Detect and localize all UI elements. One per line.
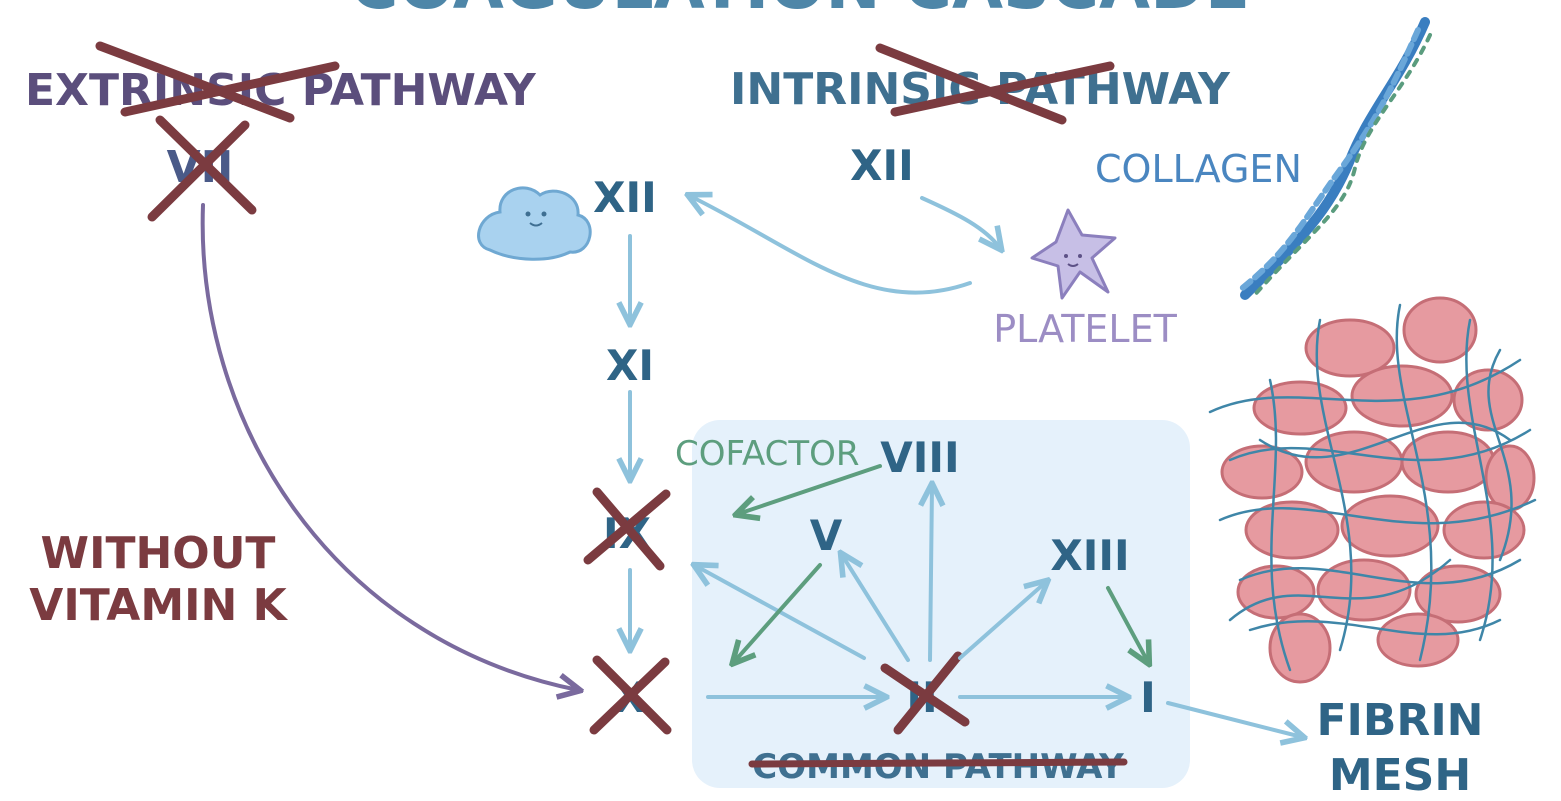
extrinsic-pathway-cross-icon [95,41,340,123]
arrow-ii-to-v [842,555,910,662]
fibrin-mesh-line1-label: FIBRIN [1316,695,1483,746]
factor-ix-cross-icon [583,487,671,571]
factor-x-cross-icon [589,655,672,735]
arrow-ii-to-xiii [958,582,1046,660]
extrinsic-pathway-label: EXTRINSIC PATHWAY [25,65,537,116]
arrow-platelet-to-xii [690,196,972,295]
intrinsic-pathway-cross-icon [875,43,1115,125]
vitamin-k-line1-label: WITHOUT [41,528,276,579]
arrow-xiii-to-i [1106,586,1148,662]
platelet-icon [1030,208,1117,300]
factor-i-label: I [1140,673,1156,722]
collagen-label: COLLAGEN [1095,147,1302,191]
fibrin-mesh-line2-label: MESH [1329,750,1471,801]
factor-ii-cross-icon [880,651,970,735]
arrow-vii-to-x [200,203,578,690]
factor-vii-cross-icon [147,115,257,222]
intrinsic-factor-xii-label: XII [850,141,914,190]
factor-v-label: V [810,511,843,560]
platelet-label: PLATELET [993,307,1177,351]
arrow-v-to-x [734,563,822,662]
factor-xii-label: XII [593,173,657,222]
cofactor-label: COFACTOR [675,434,860,474]
common-pathway-strike-icon [748,758,1128,768]
cofactor-arrows [734,464,1148,662]
arrow-xii-to-platelet [920,196,1000,248]
diagram-title: COAGULATION CASCADE [350,0,1250,24]
factor-xiii-label: XIII [1050,531,1129,580]
factor-xi-label: XI [606,341,654,390]
fibrin-mesh-clot-icon [1208,296,1537,684]
collagen-fiber-icon [1237,17,1432,300]
vitamin-k-line2-label: VITAMIN K [29,580,288,631]
arrow-ii-to-viii [930,486,932,662]
factor-viii-label: VIII [880,433,959,482]
arrow-i-to-fibrin [1166,701,1302,737]
arrow-viii-to-ix [738,464,882,514]
cloud-cell-icon [477,186,592,261]
